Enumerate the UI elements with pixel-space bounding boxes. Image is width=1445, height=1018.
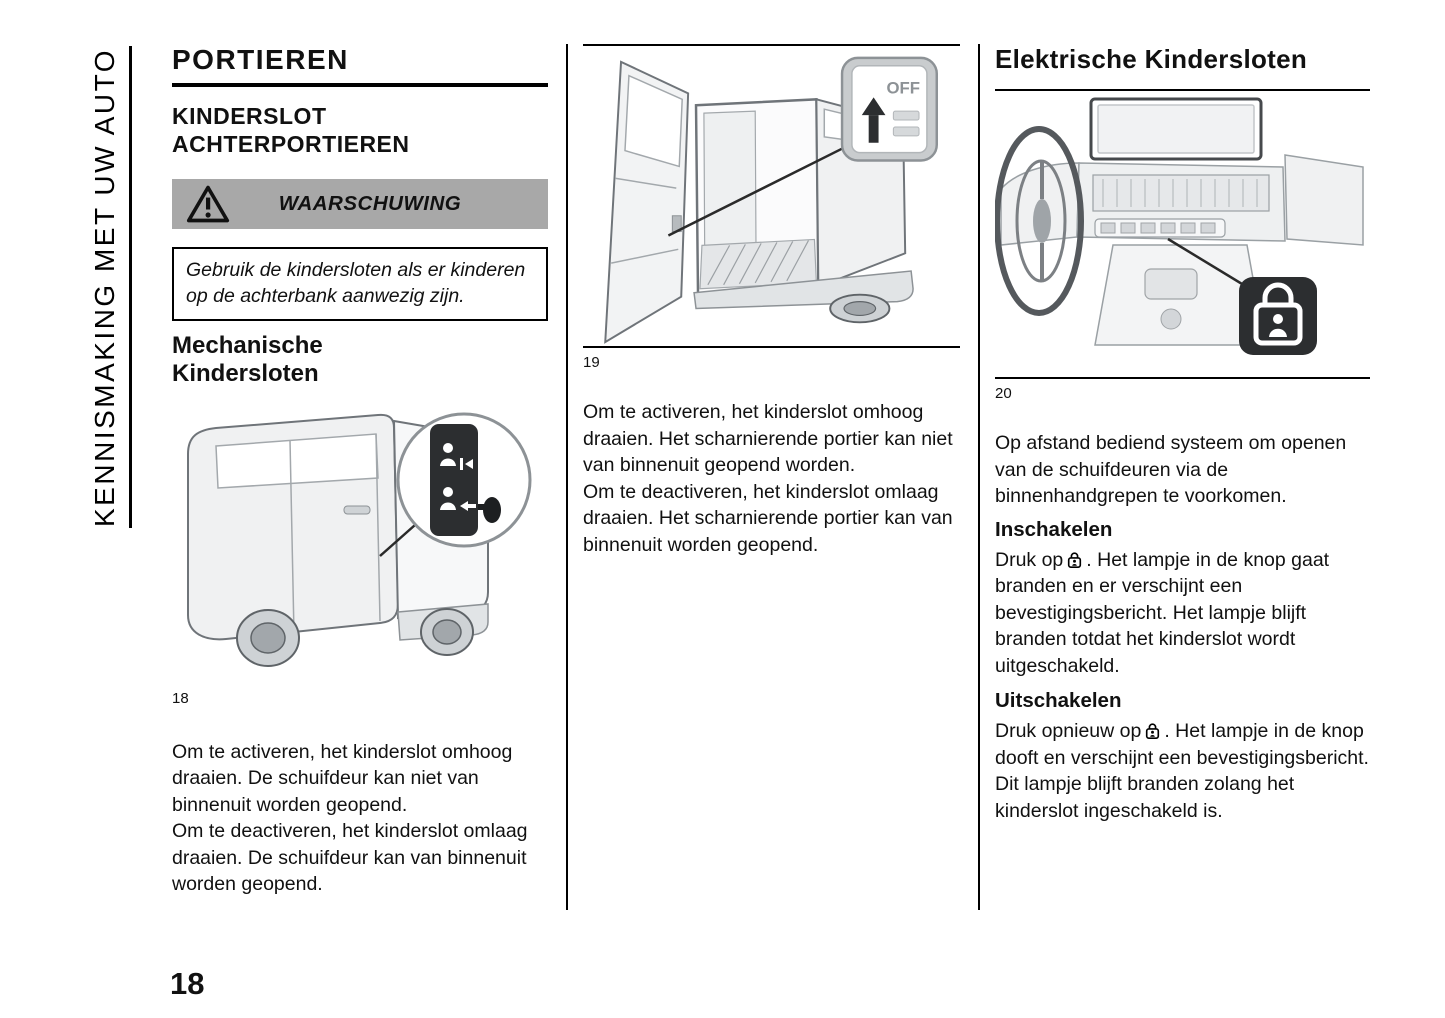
page-number: 18 [170, 966, 205, 1001]
column-divider [978, 44, 980, 910]
mechanical-heading: Mechanische Kindersloten [172, 331, 323, 387]
column-mechanical-child-locks: PORTIEREN KINDERSLOT ACHTERPORTIEREN WAA… [172, 44, 548, 898]
enable-text-after: . Het lampje in de knop gaat branden en … [995, 548, 1330, 677]
figure-caption: 18 [172, 689, 189, 707]
figure-caption: 20 [995, 385, 1012, 402]
dashboard-child-lock-illustration [995, 97, 1364, 355]
disable-paragraph: Druk opnieuw op. Het lampje in de knop d… [995, 718, 1370, 824]
electric-intro-text: Op afstand bediend systeem om openen van… [995, 432, 1347, 508]
warning-box: WAARSCHUWING [172, 179, 548, 230]
warning-note-box: Gebruik de kindersloten als er kinderen … [172, 247, 548, 321]
figure-caption: 19 [583, 354, 600, 371]
disable-text-before: Druk opnieuw op [995, 720, 1142, 743]
child-lock-button-icon [1146, 723, 1160, 740]
subsection-title: KINDERSLOT ACHTERPORTIEREN [172, 103, 410, 157]
figure-open-rear-door: OFF [583, 50, 960, 346]
figure-rule-top [995, 89, 1370, 91]
column-electric-child-locks: Elektrische Kindersloten [995, 44, 1370, 824]
up-arrow-icon [861, 97, 886, 116]
electric-heading: Elektrische Kindersloten [995, 44, 1308, 74]
mechanical-body-text: Om te activeren, het kinderslot omhoog d… [172, 740, 528, 896]
child-lock-button-icon [1068, 551, 1082, 568]
off-label: OFF [886, 78, 920, 97]
child-lock-button-icon [1253, 282, 1303, 346]
figure-rule-bottom [995, 377, 1370, 379]
enable-heading: Inschakelen [995, 517, 1113, 541]
chapter-sidebar-label: KENNISMAKING MET UW AUTO [89, 47, 120, 527]
sidebar-divider [129, 46, 132, 528]
warning-label: WAARSCHUWING [278, 192, 462, 216]
enable-text-before: Druk op [995, 548, 1064, 571]
child-lock-label-plate [430, 423, 478, 536]
van-open-rear-door-illustration: OFF [604, 56, 938, 344]
figure-rule-top [583, 44, 960, 46]
column-divider [566, 44, 568, 910]
section-title: PORTIEREN [172, 44, 349, 75]
disable-text-after: . Het lampje in de knop dooft en verschi… [995, 720, 1369, 822]
van-rear-child-lock-illustration [187, 412, 532, 667]
disable-heading: Uitschakelen [995, 689, 1122, 713]
title-underline [172, 83, 548, 87]
figure-mechanical-child-lock [172, 388, 548, 684]
warning-triangle-icon [186, 185, 230, 223]
figure-rule-bottom [583, 346, 960, 348]
column-hinged-door-child-lock: OFF 19 Om te activeren, het kinderslot o… [583, 44, 960, 558]
figure-dashboard-child-lock [995, 93, 1370, 377]
hinged-body-text: Om te activeren, het kinderslot omhoog d… [583, 401, 953, 556]
steering-wheel [995, 126, 1084, 316]
enable-paragraph: Druk op. Het lampje in de knop gaat bran… [995, 547, 1370, 680]
warning-note-text: Gebruik de kindersloten als er kinderen … [186, 259, 526, 307]
child-lock-lever [483, 496, 501, 523]
